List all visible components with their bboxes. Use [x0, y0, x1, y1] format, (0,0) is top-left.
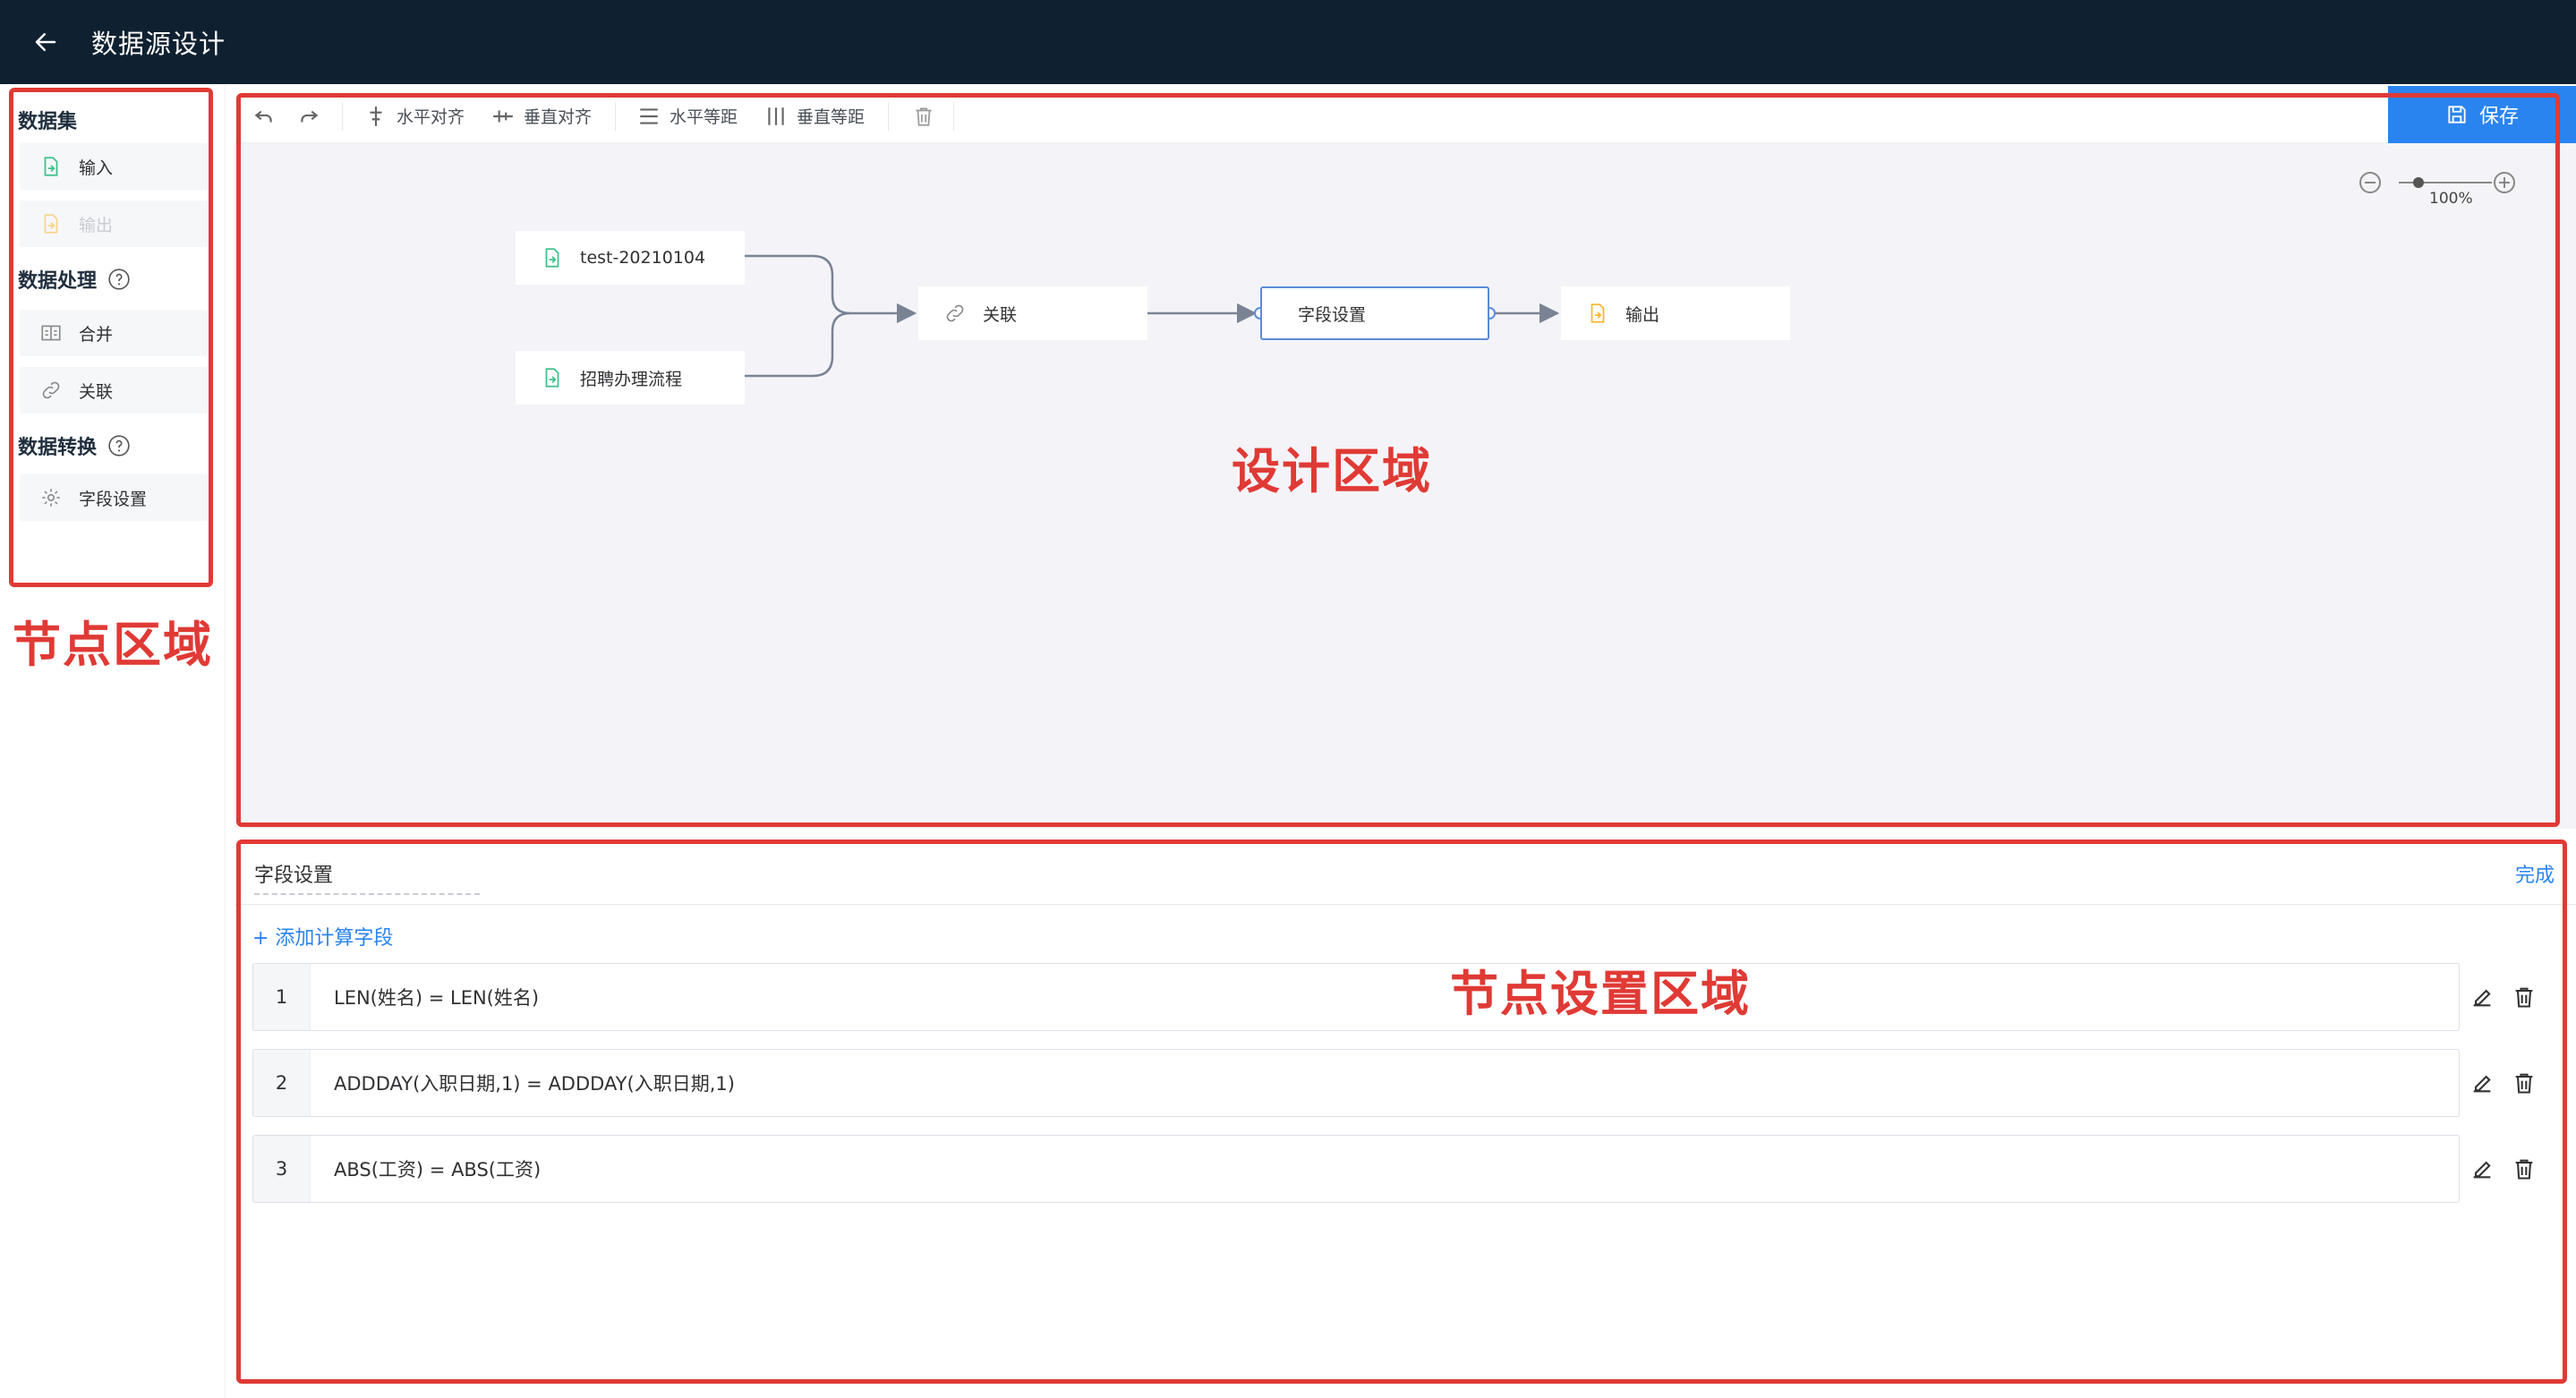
node-item-label: 输入 — [79, 158, 114, 178]
toolbar-divider — [953, 101, 955, 131]
field-index: 2 — [253, 1050, 311, 1116]
settings-title[interactable]: 字段设置 — [254, 859, 480, 895]
flow-node-dataset-2[interactable]: 招聘办理流程 — [516, 351, 745, 405]
file-output-icon — [44, 214, 58, 234]
horizontal-spacing-icon — [640, 107, 658, 124]
delete-icon[interactable] — [2512, 1070, 2537, 1095]
file-input-icon — [545, 248, 559, 268]
group-title-dataset: 数据集 — [18, 106, 77, 134]
button-label: 垂直对齐 — [524, 107, 593, 127]
annotation-label-design-area: 设计区域 — [1232, 443, 1432, 499]
file-input-icon — [44, 157, 58, 176]
field-index: 3 — [253, 1136, 311, 1202]
node-item-merge[interactable]: 合并 — [20, 310, 208, 356]
save-button[interactable]: 保存 — [2388, 86, 2576, 143]
delete-icon[interactable] — [2512, 1156, 2537, 1181]
edit-icon[interactable] — [2469, 1156, 2495, 1181]
file-output-icon — [1591, 303, 1605, 323]
edit-icon[interactable] — [2469, 985, 2495, 1010]
flow-node-output[interactable]: 输出 — [1561, 286, 1790, 340]
node-item-input[interactable]: 输入 — [20, 143, 208, 190]
field-expression: ADDDAY(入职日期,1) = ADDDAY(入职日期,1) — [334, 1073, 735, 1095]
button-label: 水平等距 — [670, 107, 738, 127]
horizontal-spacing-button[interactable]: 水平等距 — [637, 104, 738, 128]
node-item-label: 关联 — [79, 381, 114, 402]
done-button[interactable]: 完成 — [2515, 865, 2555, 887]
help-icon[interactable] — [107, 268, 131, 291]
flow-node-label: test-20210104 — [580, 248, 706, 268]
flow-node-field-settings[interactable]: 字段设置 — [1260, 286, 1489, 340]
design-toolbar: 水平对齐 垂直对齐 水平等距 垂直等距 — [235, 90, 2576, 143]
toolbar-divider — [615, 101, 617, 131]
node-item-join[interactable]: 关联 — [20, 367, 208, 413]
field-row[interactable]: 3 ABS(工资) = ABS(工资) — [252, 1135, 2460, 1203]
node-item-label: 合并 — [79, 324, 114, 345]
node-item-label: 字段设置 — [79, 489, 148, 509]
zoom-level: 100% — [2429, 190, 2473, 208]
group-title-label: 数据集 — [18, 111, 78, 133]
group-title-transform: 数据转换 — [18, 431, 131, 460]
help-icon[interactable] — [107, 434, 131, 457]
flow-node-label: 字段设置 — [1298, 304, 1367, 325]
back-arrow-icon[interactable] — [32, 29, 59, 55]
field-row[interactable]: 2 ADDDAY(入职日期,1) = ADDDAY(入职日期,1) — [252, 1049, 2460, 1117]
zoom-slider-handle — [2413, 177, 2424, 188]
flow-node-label: 招聘办理流程 — [580, 369, 683, 389]
merge-icon — [41, 325, 61, 341]
flow-node-dataset-1[interactable]: test-20210104 — [516, 231, 745, 285]
field-expression: LEN(姓名) = LEN(姓名) — [334, 987, 540, 1009]
align-horizontal-icon — [370, 106, 382, 126]
group-title-label: 数据处理 — [18, 270, 98, 293]
file-input-icon — [545, 368, 559, 388]
vertical-align-button[interactable]: 垂直对齐 — [491, 104, 592, 128]
node-item-label: 输出 — [79, 215, 114, 235]
annotation-label-node-area: 节点区域 — [13, 617, 213, 673]
page-title: 数据源设计 — [91, 29, 226, 59]
node-item-output[interactable]: 输出 — [20, 200, 208, 247]
toolbar-divider — [342, 101, 343, 131]
node-panel — [0, 84, 226, 1398]
zoom-control — [2359, 172, 2515, 193]
toolbar-divider — [888, 101, 890, 131]
node-item-field-settings[interactable]: 字段设置 — [20, 474, 208, 521]
link-icon — [42, 381, 60, 399]
group-title-processing: 数据处理 — [18, 265, 131, 294]
field-row[interactable]: 1 LEN(姓名) = LEN(姓名) — [252, 963, 2460, 1031]
zoom-out-icon[interactable] — [2359, 172, 2381, 193]
annotation-label-settings-area: 节点设置区域 — [1450, 966, 1751, 1022]
save-label: 保存 — [2478, 106, 2519, 128]
save-icon — [2448, 106, 2466, 124]
flow-node-label: 关联 — [983, 304, 1018, 325]
vertical-spacing-icon — [768, 107, 784, 125]
button-label: 垂直等距 — [797, 107, 866, 127]
link-icon — [946, 304, 964, 322]
add-computed-field-button[interactable]: + 添加计算字段 — [252, 927, 394, 950]
zoom-in-icon[interactable] — [2494, 172, 2515, 193]
undo-icon[interactable] — [252, 105, 276, 128]
button-label: 水平对齐 — [397, 107, 465, 127]
redo-icon[interactable] — [297, 105, 320, 128]
field-expression: ABS(工资) = ABS(工资) — [334, 1159, 542, 1181]
settings-divider — [235, 904, 2576, 905]
trash-icon[interactable] — [912, 105, 935, 128]
group-title-label: 数据转换 — [18, 437, 98, 459]
edit-icon[interactable] — [2469, 1070, 2495, 1095]
node-settings-panel — [235, 841, 2576, 1398]
app-header: 数据源设计 — [0, 0, 2576, 84]
delete-icon[interactable] — [2512, 985, 2537, 1010]
gear-icon — [42, 489, 60, 507]
horizontal-align-button[interactable]: 水平对齐 — [364, 104, 465, 128]
flow-node-label: 输出 — [1625, 304, 1660, 325]
flow-node-join[interactable]: 关联 — [918, 286, 1147, 340]
field-index: 1 — [253, 964, 311, 1030]
vertical-spacing-button[interactable]: 垂直等距 — [764, 104, 865, 128]
align-vertical-icon — [493, 110, 513, 122]
